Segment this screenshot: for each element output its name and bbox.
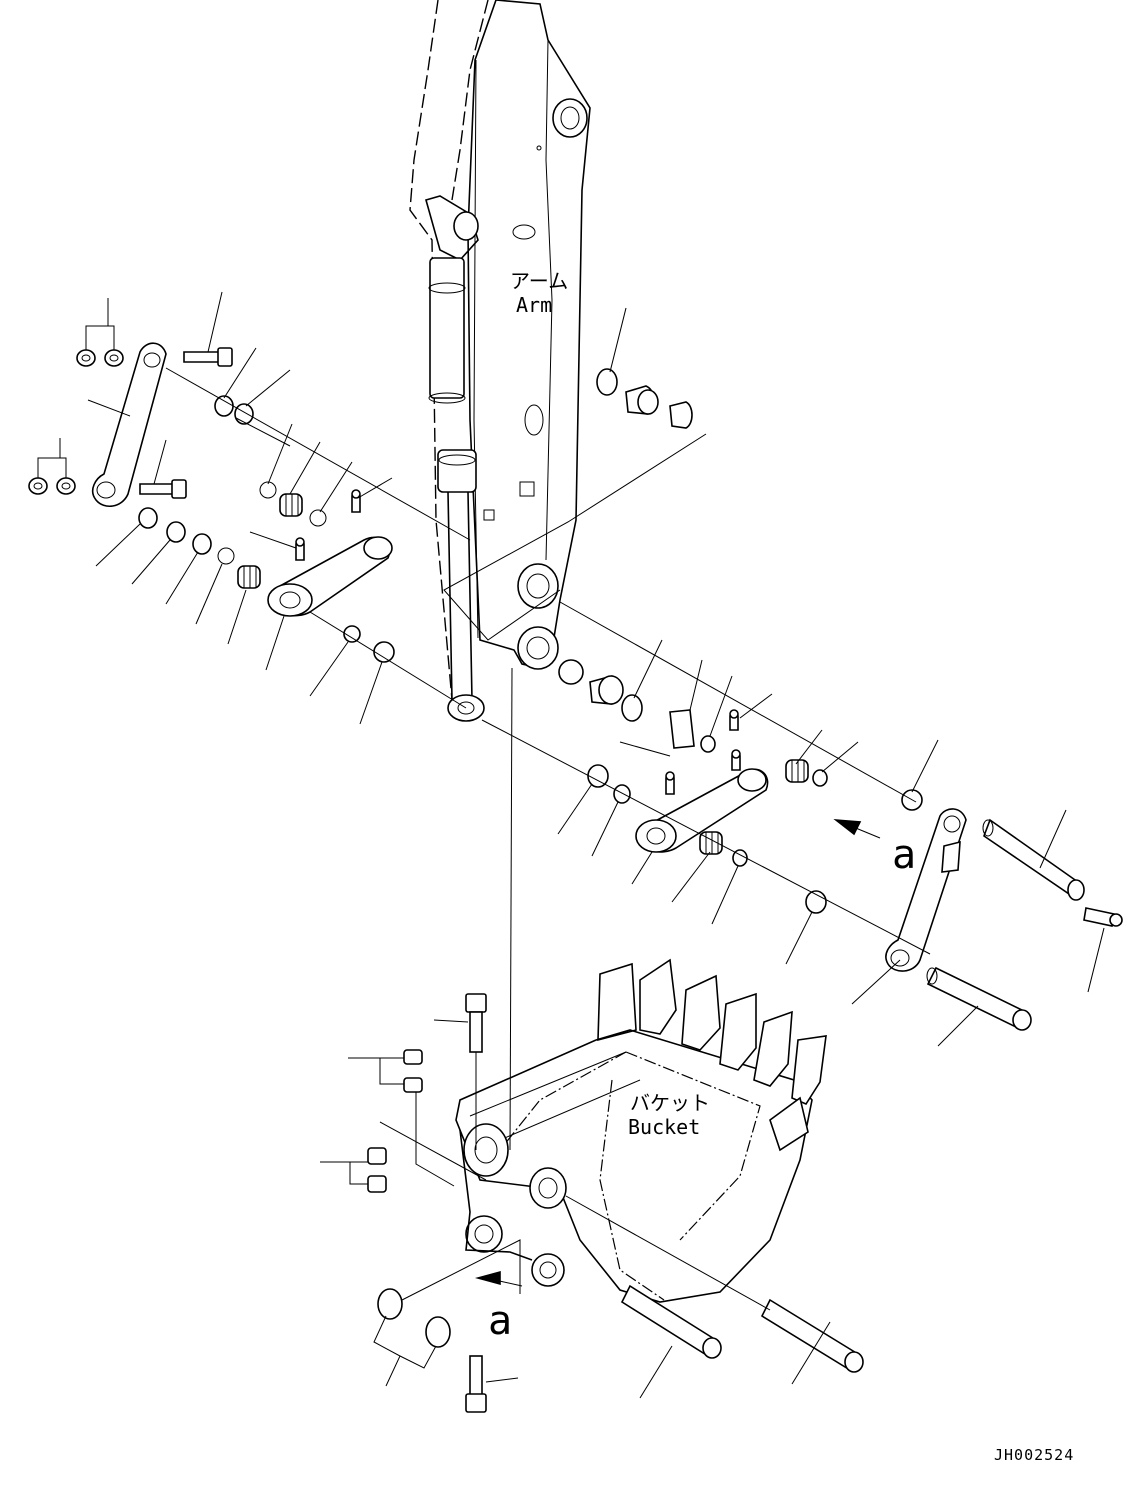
nut-group-bucket-lower: [367, 1147, 387, 1193]
link-bar-left: [91, 342, 167, 507]
bolt-left-bottom: [139, 479, 187, 499]
view-arrow-lower: a: [474, 1270, 523, 1344]
pin-right-upper: [982, 818, 1085, 901]
drawing-code: JH002524: [994, 1446, 1074, 1464]
pin-stopper-right: [1083, 907, 1123, 927]
bucket-pin-left: [620, 1284, 722, 1359]
bucket-label-en: Bucket: [628, 1115, 700, 1139]
center-pin-parts: [558, 368, 739, 753]
bucket-pin-right: [760, 1298, 864, 1373]
link-bar-right: [885, 808, 967, 972]
assembly-lines: [165, 367, 931, 1311]
bolt-bucket-top: [465, 993, 487, 1053]
nut-group-left-top: [76, 349, 124, 367]
view-arrow-upper: a: [833, 818, 916, 878]
nut-group-bucket-upper: [403, 1049, 423, 1093]
view-marker-upper: a: [892, 832, 916, 878]
bushings-left: [237, 493, 303, 589]
bucket-label-jp: バケット: [630, 1091, 710, 1115]
bushings-right: [699, 759, 809, 855]
arm-assembly: アーム Arm: [409, 0, 591, 701]
arm-label-jp: アーム: [510, 269, 568, 293]
grease-fitting-mid-left: [295, 537, 305, 561]
bucket-teeth: [639, 958, 827, 1106]
shims-right: [587, 764, 923, 914]
leader-lines: [37, 291, 1105, 1399]
o-rings-bucket: [377, 1288, 451, 1348]
shims-left: [138, 395, 395, 663]
pin-right-lower: [926, 966, 1032, 1031]
bucket-link-right: [635, 768, 769, 853]
grease-fitting-upper-left: [351, 489, 361, 513]
view-marker-lower: a: [488, 1298, 512, 1344]
nut-group-left-bottom: [28, 477, 76, 495]
bucket-link-left: [267, 536, 393, 617]
bolt-bucket-bottom: [465, 1355, 487, 1413]
arm-label-en: Arm: [516, 293, 552, 317]
grease-fitting-right: [665, 749, 741, 795]
bucket-assembly: バケット Bucket: [455, 958, 827, 1303]
